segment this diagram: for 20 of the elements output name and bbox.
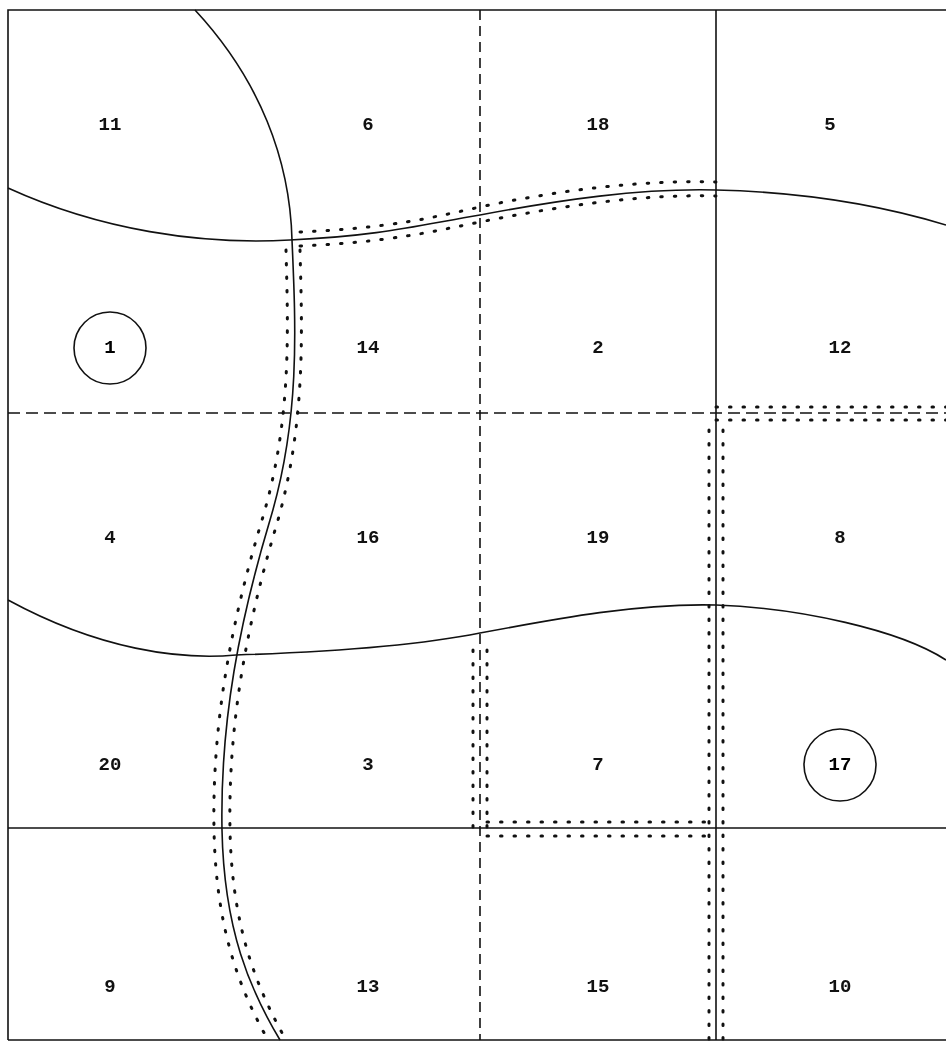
cell-number: 5 — [824, 114, 836, 136]
cell-number: 4 — [104, 527, 116, 549]
cell-number: 13 — [356, 976, 380, 998]
circled-number: 1 — [72, 310, 148, 386]
cell-number: 16 — [356, 527, 380, 549]
cell-number: 2 — [592, 337, 604, 359]
cell-number: 9 — [104, 976, 116, 998]
cell-number: 6 — [362, 114, 374, 136]
cell-number: 12 — [828, 337, 852, 359]
cell-number: 20 — [98, 754, 122, 776]
cell-number: 11 — [98, 114, 122, 136]
cell-number: 3 — [362, 754, 374, 776]
cell-number: 19 — [586, 527, 610, 549]
cell-number: 7 — [592, 754, 604, 776]
cell-number: 10 — [828, 976, 852, 998]
cell-number: 15 — [586, 976, 610, 998]
cell-number: 18 — [586, 114, 610, 136]
cell-number: 14 — [356, 337, 380, 359]
cell-number: 8 — [834, 527, 846, 549]
circled-number: 17 — [802, 727, 878, 803]
